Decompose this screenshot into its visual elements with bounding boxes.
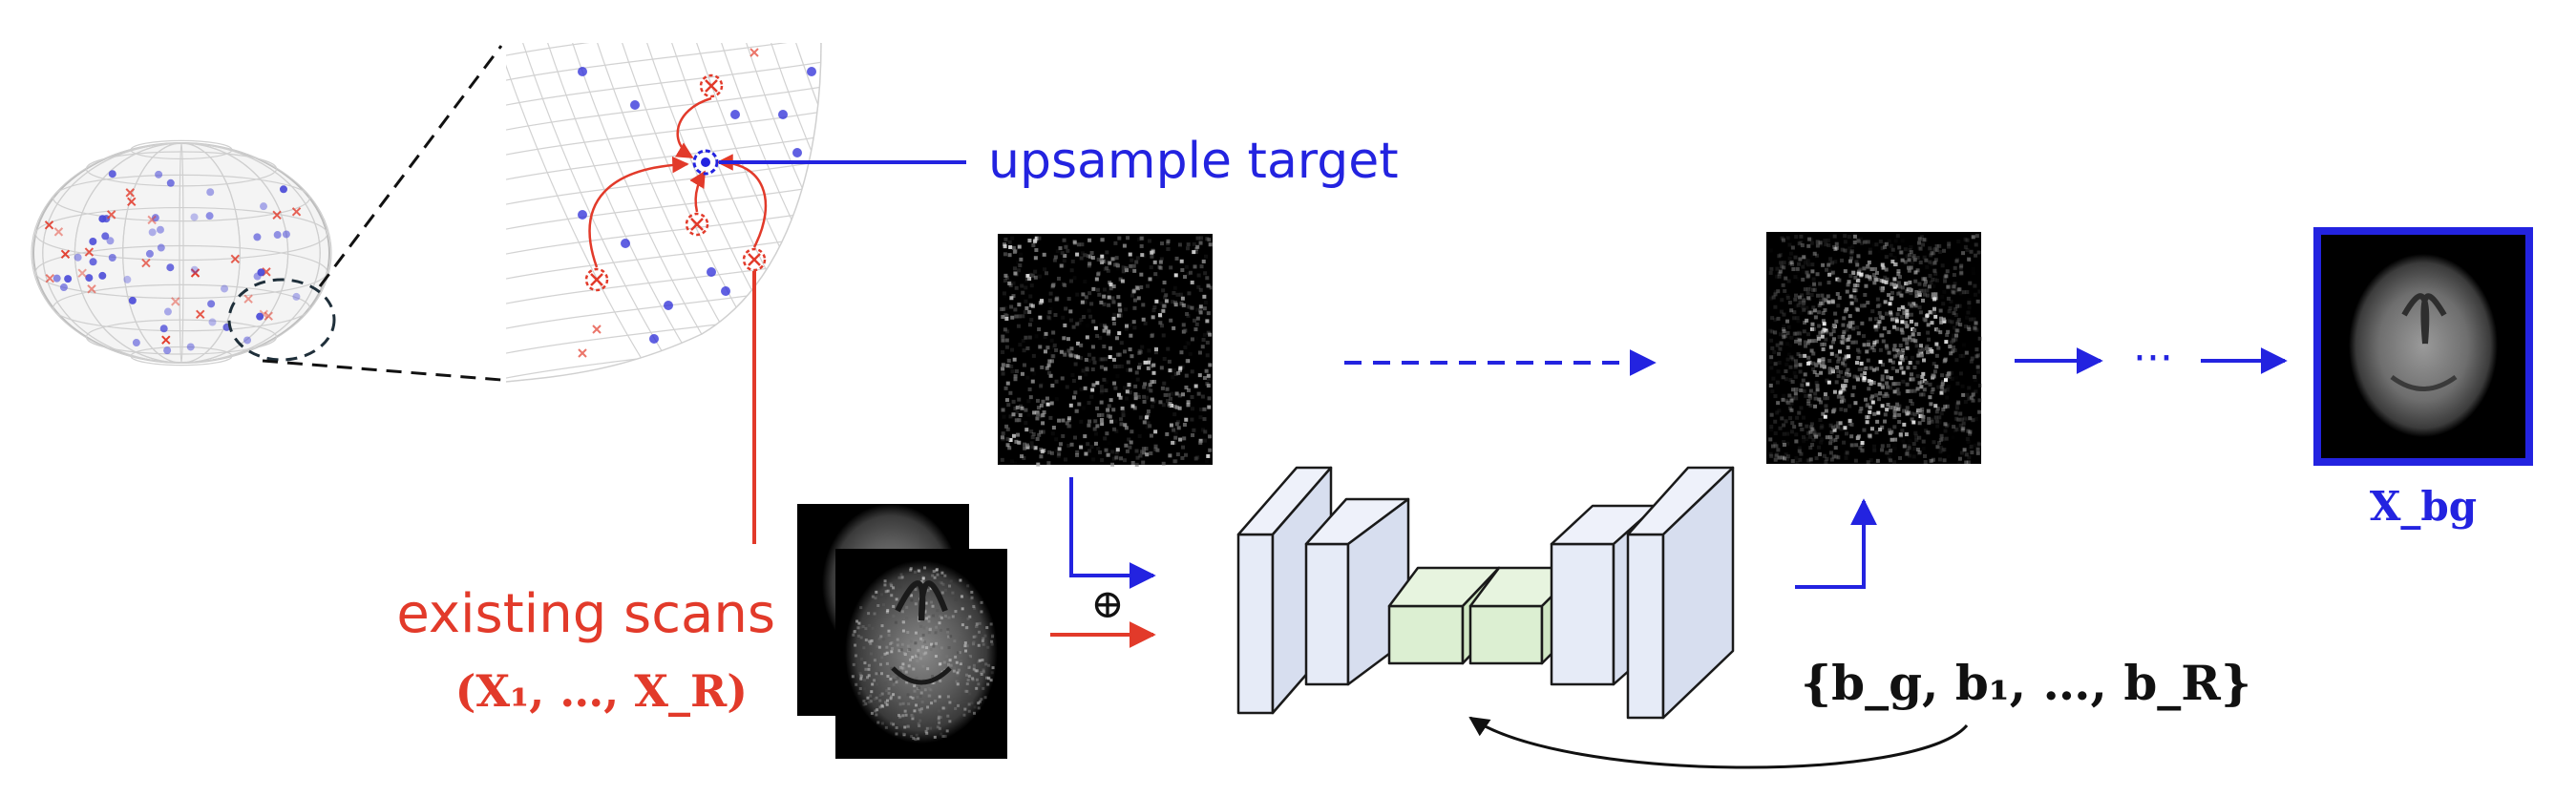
sum-symbol: ⊕ — [1090, 580, 1124, 627]
output-label: X_bg — [2370, 483, 2477, 530]
unet-denoiser — [1236, 466, 1735, 720]
conditioning-arrow — [1468, 716, 1969, 769]
zoom-leader-top — [318, 45, 503, 287]
output-image — [2313, 227, 2533, 466]
zoom-leader-bottom — [262, 359, 502, 382]
noise-input-image — [998, 234, 1214, 467]
zoomed-qspace-region — [506, 43, 821, 382]
zoom-region-ellipse — [227, 278, 336, 362]
partially-denoised-image — [1766, 232, 1982, 465]
qspace-sphere — [31, 139, 332, 367]
upsample-target-label: upsample target — [988, 133, 1399, 190]
upsample-target-marker — [692, 149, 966, 176]
ellipsis-steps: ··· — [2133, 334, 2173, 383]
conditioning-text: {b_g, b₁, …, b_R} — [1801, 655, 2251, 711]
existing-scan-stack — [797, 504, 1007, 759]
conditioning-label: {b_g, b₁, …, b_R} — [1801, 655, 2251, 711]
unet-output-arrow — [1795, 498, 1877, 589]
existing-scans-label: existing scans — [396, 583, 775, 645]
noise-to-sum-arrow — [1069, 477, 1156, 589]
existing-scans-math: (X₁, …, X_R) — [455, 665, 748, 717]
